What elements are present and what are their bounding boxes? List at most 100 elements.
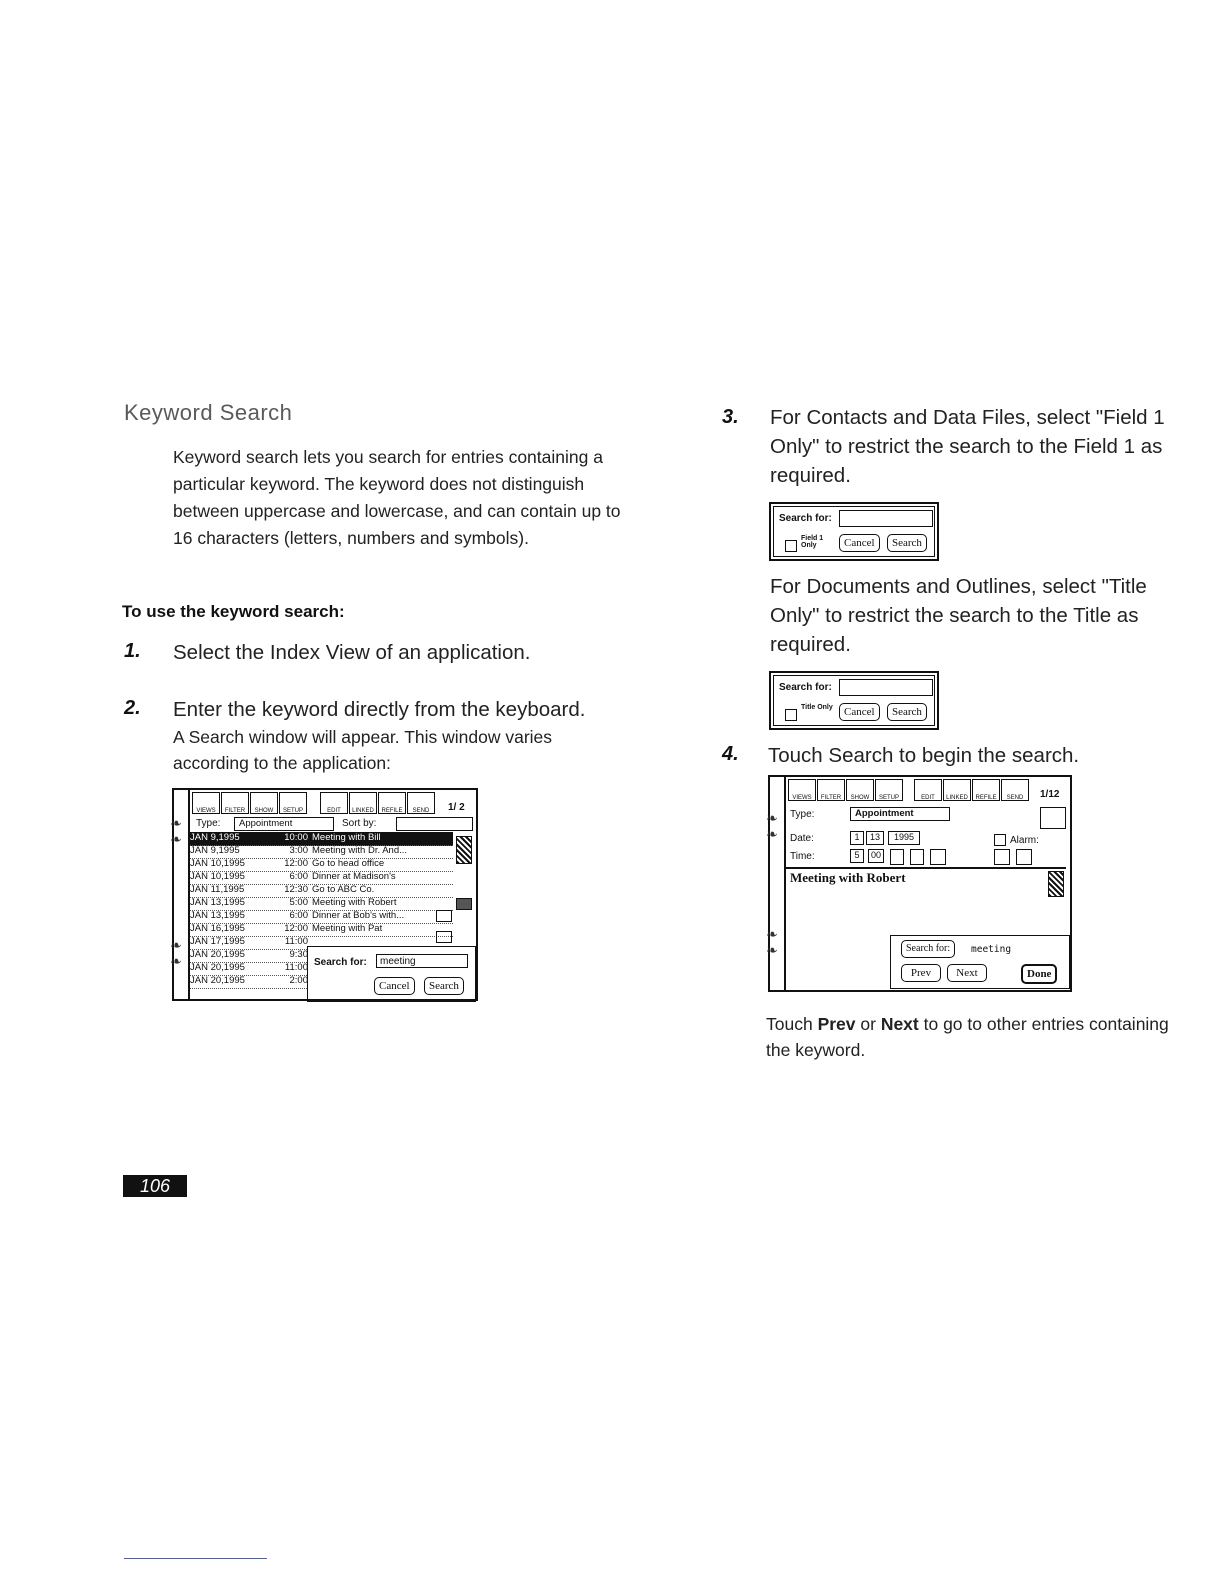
type-select[interactable]: Appointment: [234, 817, 334, 831]
step-2-subtext: A Search window will appear. This window…: [173, 727, 553, 773]
list-icon[interactable]: [436, 931, 452, 943]
alarm-minute-field[interactable]: [1016, 849, 1032, 865]
step-3-number: 3.: [722, 406, 739, 428]
send-icon[interactable]: SEND: [407, 792, 435, 814]
send-icon[interactable]: SEND: [1001, 779, 1029, 801]
cancel-button[interactable]: Cancel: [839, 534, 880, 552]
binder-ring-icon: ❧: [766, 811, 778, 827]
end-hour-field[interactable]: [910, 849, 924, 865]
binder-ring-icon: ❧: [170, 954, 182, 970]
search-term: meeting: [971, 944, 1012, 955]
type-label: Type:: [790, 809, 815, 820]
search-button[interactable]: Search: [887, 534, 927, 552]
prev-keyword: Prev: [817, 1014, 856, 1034]
sort-label: Sort by:: [342, 818, 377, 829]
search-label: Search for:: [779, 513, 832, 524]
step-2-number: 2.: [124, 697, 141, 719]
final-note-text: to go to other entries containing the ke…: [766, 1014, 1169, 1060]
date-label: Date:: [790, 833, 814, 844]
am-pm-toggle[interactable]: [890, 849, 904, 865]
refile-icon[interactable]: REFILE: [972, 779, 1000, 801]
page-indicator: 1/12: [1040, 789, 1060, 800]
refile-icon[interactable]: [1040, 807, 1066, 829]
step-1-number: 1.: [124, 640, 141, 662]
setup-icon[interactable]: SETUP: [279, 792, 307, 814]
search-input[interactable]: [839, 510, 933, 527]
intro-paragraph: Keyword search lets you search for entri…: [173, 447, 621, 548]
footer-rule: [124, 1558, 267, 1559]
scroll-thumb[interactable]: [456, 898, 472, 910]
search-button[interactable]: Search: [424, 977, 464, 995]
search-input[interactable]: meeting: [376, 954, 468, 968]
time-label: Time:: [790, 851, 815, 862]
refile-icon[interactable]: REFILE: [378, 792, 406, 814]
date-month-field[interactable]: 1: [850, 831, 864, 845]
type-select[interactable]: Appointment: [850, 807, 950, 821]
next-keyword: Next: [880, 1014, 919, 1034]
next-button[interactable]: Next: [947, 964, 987, 982]
edit-icon[interactable]: EDIT: [914, 779, 942, 801]
search-for-button[interactable]: Search for:: [901, 940, 956, 958]
field-search-dialog: Search for: Field 1 Only Cancel Search: [769, 502, 939, 561]
binder-ring-icon: ❧: [170, 816, 182, 832]
time-minute-field[interactable]: 00: [868, 849, 884, 863]
link-icon[interactable]: LINKED: [943, 779, 971, 801]
edit-icon[interactable]: EDIT: [320, 792, 348, 814]
page-number: 106: [123, 1175, 187, 1197]
search-button[interactable]: Search: [887, 703, 927, 721]
end-minute-field[interactable]: [930, 849, 946, 865]
scroll-icon[interactable]: [1048, 871, 1064, 897]
scroll-up-icon[interactable]: [456, 836, 472, 864]
sort-select[interactable]: [396, 817, 473, 831]
field-only-label: Field 1 Only: [801, 535, 824, 549]
step-4-number: 4.: [722, 743, 739, 765]
binder-ring-icon: ❧: [766, 827, 778, 843]
filter-icon[interactable]: FILTER: [221, 792, 249, 814]
prev-button[interactable]: Prev: [901, 964, 941, 982]
field-only-checkbox[interactable]: [785, 540, 797, 552]
views-icon[interactable]: VIEWS: [788, 779, 816, 801]
date-day-field[interactable]: 13: [866, 831, 884, 845]
alarm-checkbox[interactable]: [994, 834, 1006, 846]
binder-ring-icon: ❧: [766, 943, 778, 959]
search-nav-popup: Search for: meeting Prev Next Done: [890, 935, 1070, 989]
final-note: Touch Prev or Next to go to other entrie…: [766, 1011, 1196, 1063]
search-input[interactable]: [839, 679, 933, 696]
search-label: Search for:: [314, 957, 367, 968]
step-2-text: Enter the keyword directly from the keyb…: [173, 698, 586, 721]
title-only-label: Title Only: [801, 704, 833, 711]
cancel-button[interactable]: Cancel: [839, 703, 880, 721]
show-icon[interactable]: SHOW: [250, 792, 278, 814]
type-label: Type:: [196, 818, 221, 829]
cancel-button[interactable]: Cancel: [374, 977, 415, 995]
filter-icon[interactable]: FILTER: [817, 779, 845, 801]
show-icon[interactable]: SHOW: [846, 779, 874, 801]
alarm-label: Alarm:: [1010, 835, 1039, 846]
time-hour-field[interactable]: 5: [850, 849, 864, 863]
title-only-checkbox[interactable]: [785, 709, 797, 721]
step-1-text: Select the Index View of an application.: [173, 641, 531, 664]
step-3-text: For Contacts and Data Files, select "Fie…: [770, 406, 1165, 487]
setup-icon[interactable]: SETUP: [875, 779, 903, 801]
date-year-field[interactable]: 1995: [888, 831, 920, 845]
step-3-subtext: For Documents and Outlines, select "Titl…: [770, 575, 1147, 656]
views-icon[interactable]: VIEWS: [192, 792, 220, 814]
binder-ring-icon: ❧: [170, 832, 182, 848]
step-4-text: Touch Search to begin the search.: [768, 744, 1080, 767]
done-button[interactable]: Done: [1021, 964, 1058, 984]
page-indicator: 1/ 2: [448, 802, 465, 813]
section-title: Keyword Search: [124, 400, 293, 425]
list-icon[interactable]: [436, 910, 452, 922]
binder-ring-icon: ❧: [170, 938, 182, 954]
alarm-hour-field[interactable]: [994, 849, 1010, 865]
link-icon[interactable]: LINKED: [349, 792, 377, 814]
